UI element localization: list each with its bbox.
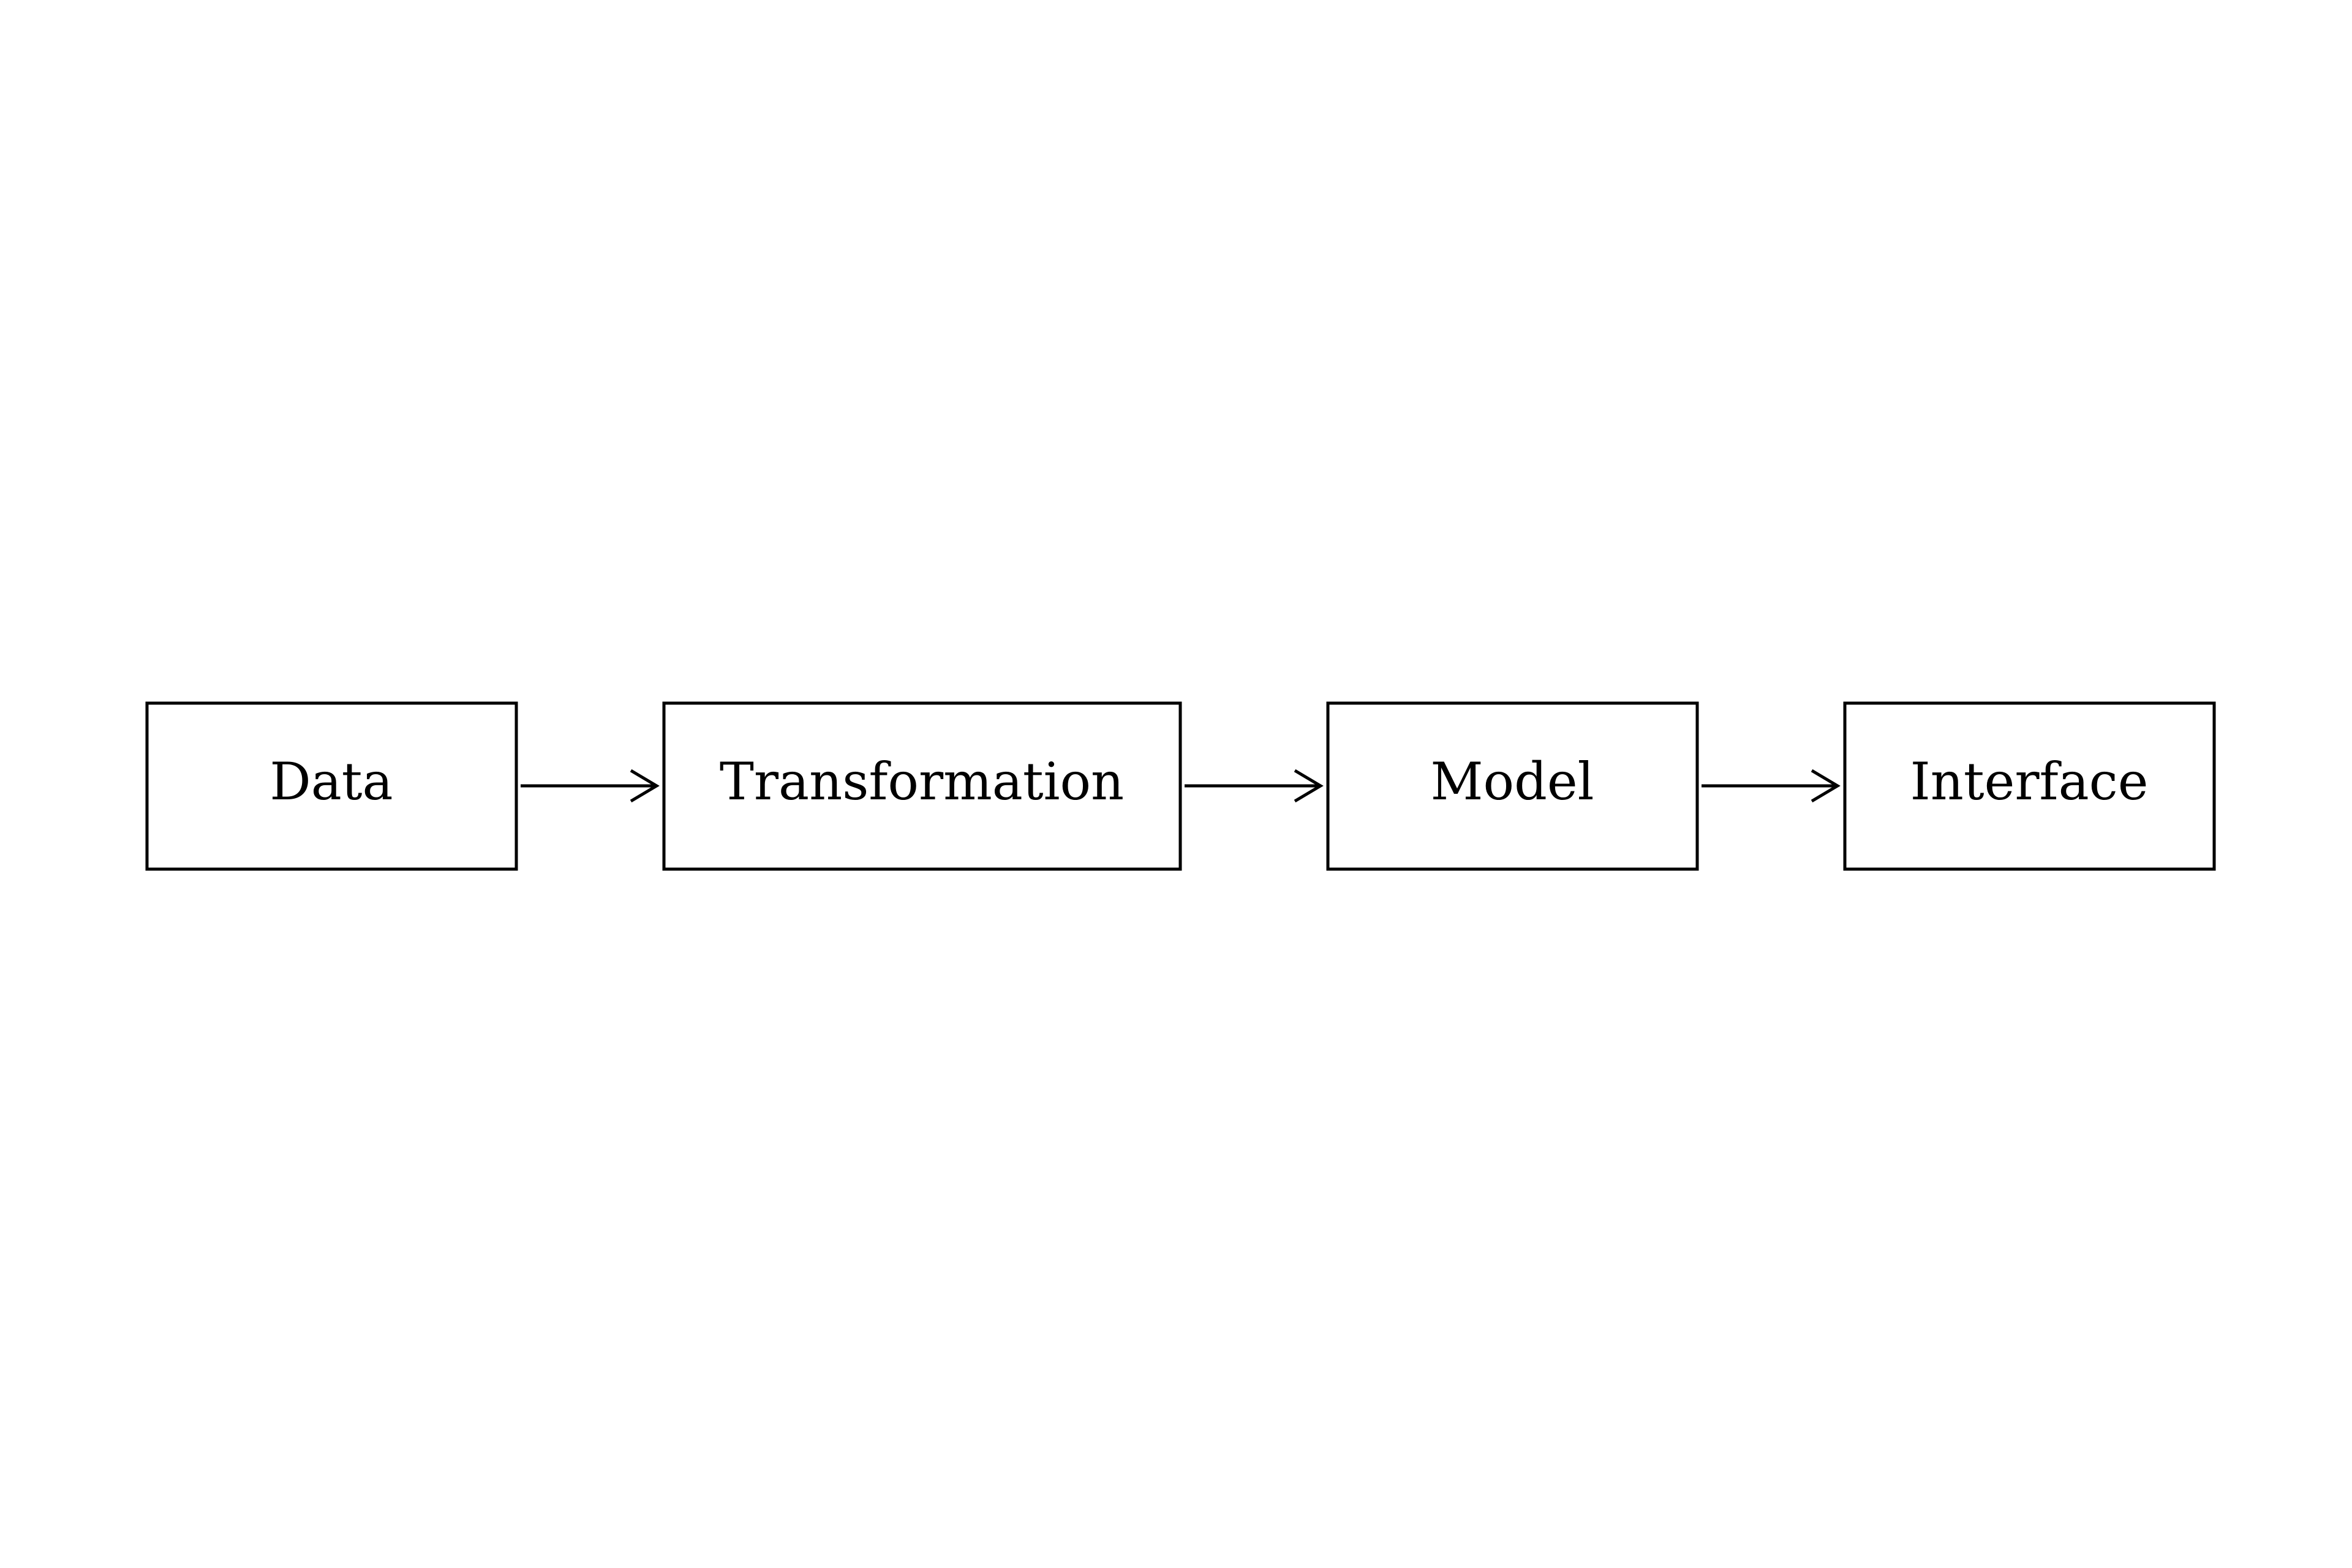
node-transformation-label: Transformation [720,752,1124,812]
node-data: Data [145,701,518,871]
edge-model-to-interface [1702,769,1841,803]
node-interface: Interface [1843,701,2216,871]
edge-data-to-transformation [521,769,660,803]
node-transformation: Transformation [662,701,1182,871]
node-model-box [1326,701,1699,871]
node-data-label: Data [270,752,393,812]
node-interface-label: Interface [1910,752,2149,812]
arrowhead-icon [630,769,660,803]
edge-transformation-to-model [1185,769,1324,803]
arrowhead-icon [1294,769,1324,803]
arrowhead-icon [1811,769,1841,803]
node-data-box [145,701,518,871]
node-transformation-box [662,701,1182,871]
node-interface-box [1843,701,2216,871]
node-model-label: Model [1431,752,1594,812]
node-model: Model [1326,701,1699,871]
